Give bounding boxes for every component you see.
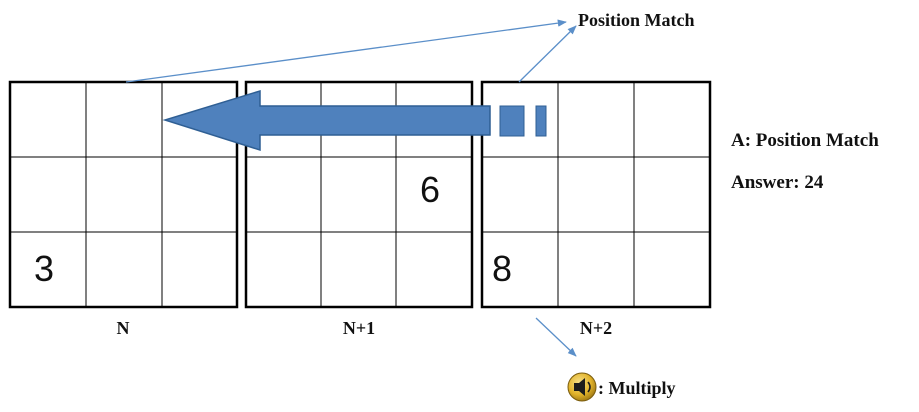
grid-n1-cell-value: 6 [420, 169, 440, 210]
grid-n-cell-value: 3 [34, 248, 54, 289]
grid-n-plus-2: 8 [480, 80, 712, 309]
pointer-line-n [125, 19, 567, 83]
grid-label-n-plus-2: N+2 [580, 318, 612, 338]
grid-label-n-plus-1: N+1 [343, 318, 375, 338]
pointer-line-multiply [535, 317, 577, 357]
arrow-tail-block [499, 105, 525, 137]
grid-n2-cell-value: 8 [492, 248, 512, 289]
multiply-label: : Multiply [598, 378, 676, 398]
match-arrow [162, 89, 491, 152]
position-match-callout: Position Match [578, 10, 695, 30]
grid-label-n: N [117, 318, 130, 338]
arrow-tail-block [535, 105, 547, 137]
answer-type-label: A: Position Match [731, 130, 879, 151]
pointer-line-n2 [518, 25, 577, 83]
speaker-icon [567, 372, 597, 402]
answer-label: Answer: 24 [731, 172, 824, 193]
